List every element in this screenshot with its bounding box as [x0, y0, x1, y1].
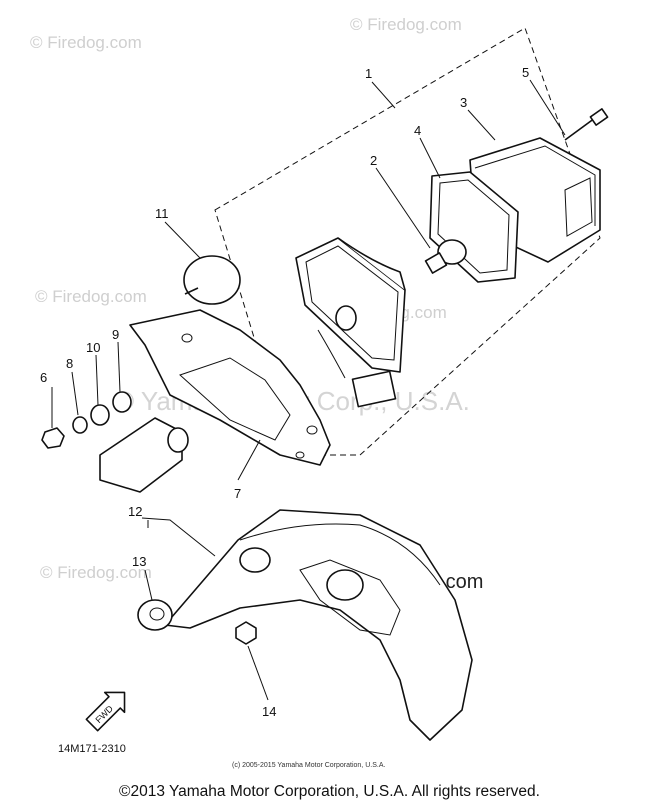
watermark-top-right: © Firedog.com: [350, 15, 462, 34]
callout-7: 7: [234, 486, 241, 501]
callout-6: 6: [40, 370, 47, 385]
watermark-top-left: © Firedog.com: [30, 33, 142, 52]
assembly-boundary: [214, 27, 601, 456]
part-7-bracket: [129, 309, 331, 466]
part-12-fender: [164, 509, 473, 741]
callout-4: 4: [414, 123, 421, 138]
copyright-footer: ©2013 Yamaha Motor Corporation, U.S.A. A…: [119, 783, 540, 800]
part-9-spacer: [112, 391, 132, 413]
watermark-bottom-left: © Firedog.com: [40, 563, 152, 582]
callout-2: 2: [370, 153, 377, 168]
callout-9: 9: [112, 327, 119, 342]
part-1-housing: [295, 237, 406, 408]
reflector-block: [99, 417, 189, 493]
callout-13: 13: [132, 554, 146, 569]
watermark-left: © Firedog.com: [35, 287, 147, 306]
part-6-nut: [41, 427, 65, 449]
leader-lines: [51, 79, 566, 701]
callout-5: 5: [522, 65, 529, 80]
part-2-bulb: [424, 239, 467, 274]
diagram-code: 14M171-2310: [58, 743, 126, 755]
part-13-grommet: [137, 599, 173, 631]
part-10-washer: [90, 404, 110, 426]
part-8-washer: [72, 416, 88, 434]
callout-10: 10: [86, 340, 100, 355]
part-5-screw: [564, 108, 609, 141]
fwd-arrow: FWD: [85, 691, 126, 732]
part-14-nut: [235, 621, 257, 645]
callout-8: 8: [66, 356, 73, 371]
callout-14: 14: [262, 704, 276, 719]
part-11-plate: [183, 255, 241, 305]
callout-12: 12: [128, 504, 142, 519]
callout-3: 3: [460, 95, 467, 110]
callout-1: 1: [365, 66, 372, 81]
callout-11: 11: [155, 206, 169, 221]
small-copyright: (c) 2005-2015 Yamaha Motor Corporation, …: [232, 762, 385, 769]
